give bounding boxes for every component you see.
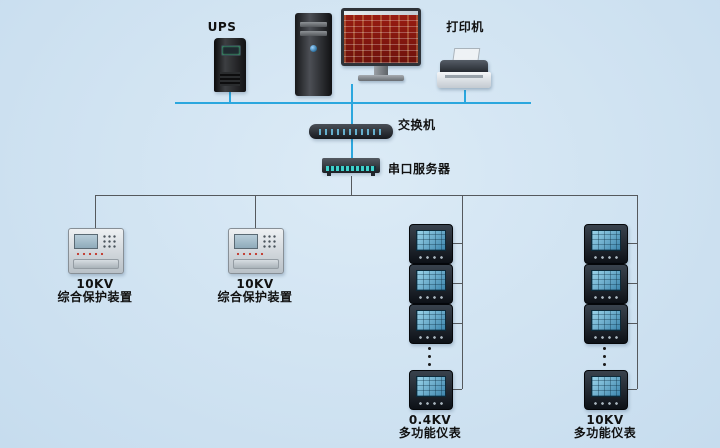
serial-ports — [326, 166, 376, 171]
relay-keypad — [262, 234, 278, 248]
protection-relay-1 — [68, 228, 124, 274]
meter-lcd — [416, 270, 446, 291]
drive-bay — [300, 31, 327, 36]
switch-ports — [319, 129, 383, 135]
meter-buttons — [417, 335, 445, 340]
meter-stub-line — [451, 283, 462, 284]
multifunction-meter — [409, 264, 453, 304]
meter-stub-line — [451, 243, 462, 244]
printer-device — [437, 48, 491, 92]
field-bus-line — [95, 195, 638, 196]
multifunction-meter — [409, 370, 453, 410]
protection-1-voltage: 10KV — [76, 277, 114, 291]
computer-tower — [295, 13, 332, 96]
relay-keypad — [102, 234, 118, 248]
monitor-base — [358, 75, 404, 81]
ups-vents — [220, 72, 240, 86]
ups-label: UPS — [207, 20, 237, 34]
switch-label: 交换机 — [398, 118, 436, 132]
meter-buttons — [592, 401, 620, 406]
serial-port-server — [322, 158, 380, 176]
meter-buttons — [592, 335, 620, 340]
protection-1-name: 综合保护装置 — [57, 290, 133, 304]
meter-stub-line — [626, 389, 637, 390]
meter-left-name: 多功能仪表 — [398, 426, 462, 440]
meter-stub-line — [626, 323, 637, 324]
branch-line-protection-1 — [95, 195, 96, 228]
device-foot — [371, 173, 375, 176]
branch-line-protection-2 — [255, 195, 256, 228]
meter-lcd — [416, 376, 446, 397]
serial-server-label: 串口服务器 — [388, 162, 451, 176]
relay-leds — [235, 252, 265, 256]
meter-lcd — [591, 376, 621, 397]
relay-terminal-strip — [73, 259, 119, 269]
meter-stub-line — [451, 323, 462, 324]
serial-to-field-line — [351, 176, 352, 195]
relay-lcd — [74, 234, 98, 249]
monitor-stand — [374, 66, 388, 75]
protection-2-label: 10KV 综合保护装置 — [205, 278, 305, 304]
printer-top — [440, 60, 488, 73]
scada-screen — [344, 11, 418, 63]
multifunction-meter — [584, 264, 628, 304]
multifunction-meter — [584, 224, 628, 264]
more-meters-ellipsis — [428, 347, 431, 350]
more-meters-ellipsis — [603, 347, 606, 350]
protection-2-name: 综合保护装置 — [217, 290, 293, 304]
meter-left-voltage: 0.4KV — [408, 413, 452, 427]
meter-column-left-label: 0.4KV 多功能仪表 — [380, 414, 480, 440]
workstation-connector-line — [351, 84, 353, 102]
multifunction-meter — [409, 304, 453, 344]
meter-right-voltage: 10KV — [586, 413, 624, 427]
monitor — [341, 8, 421, 81]
meter-stub-line — [626, 243, 637, 244]
printer-output-slot — [445, 75, 483, 78]
meter-lcd — [591, 230, 621, 251]
serial-server-connector-line — [351, 139, 353, 158]
branch-trunk-left-meters — [462, 195, 463, 389]
meter-buttons — [417, 401, 445, 406]
meter-buttons — [417, 255, 445, 260]
meter-stub-line — [451, 389, 462, 390]
meter-lcd — [591, 270, 621, 291]
screen-titlebar — [344, 11, 418, 15]
meter-buttons — [592, 295, 620, 300]
meter-buttons — [417, 295, 445, 300]
multifunction-meter — [584, 304, 628, 344]
protection-1-label: 10KV 综合保护装置 — [45, 278, 145, 304]
power-button — [310, 45, 317, 52]
multifunction-meter — [584, 370, 628, 410]
multifunction-meter — [409, 224, 453, 264]
relay-leds — [75, 252, 105, 256]
meter-column-right-label: 10KV 多功能仪表 — [555, 414, 655, 440]
ethernet-bus-line — [175, 102, 531, 104]
device-foot — [327, 173, 331, 176]
relay-lcd — [234, 234, 258, 249]
meter-stub-line — [626, 283, 637, 284]
meter-right-name: 多功能仪表 — [573, 426, 637, 440]
protection-relay-2 — [228, 228, 284, 274]
switch-connector-line — [351, 104, 353, 124]
ups-display — [221, 45, 241, 56]
ups-connector-line — [229, 91, 231, 102]
printer-connector-line — [464, 90, 466, 102]
relay-terminal-strip — [233, 259, 279, 269]
meter-buttons — [592, 255, 620, 260]
monitor-bezel — [341, 8, 421, 66]
printer-label: 打印机 — [446, 20, 484, 34]
meter-lcd — [416, 230, 446, 251]
drive-bay — [300, 22, 327, 27]
protection-2-voltage: 10KV — [236, 277, 274, 291]
meter-lcd — [591, 310, 621, 331]
branch-trunk-right-meters — [637, 195, 638, 389]
network-switch — [309, 124, 393, 139]
ups-device — [214, 38, 246, 92]
meter-lcd — [416, 310, 446, 331]
